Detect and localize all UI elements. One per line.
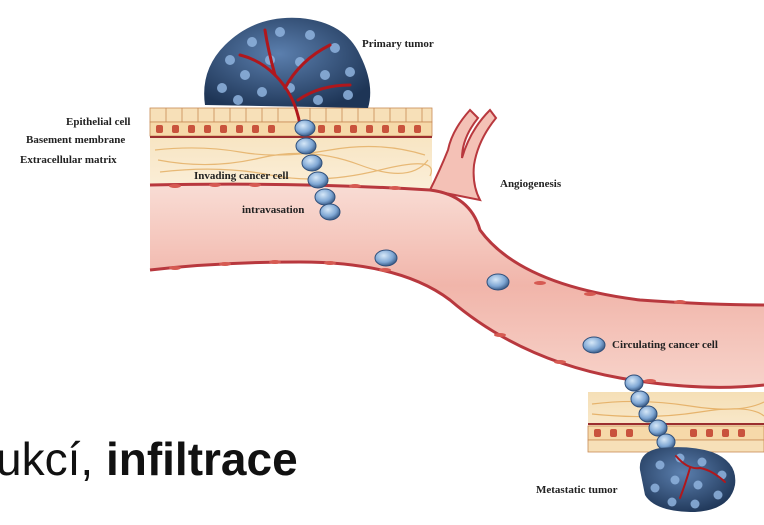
label-invading-cancer-cell: Invading cancer cell (194, 170, 289, 182)
label-circulating-cancer-cell: Circulating cancer cell (612, 339, 718, 351)
label-angiogenesis: Angiogenesis (500, 178, 561, 190)
label-metastatic-tumor: Metastatic tumor (536, 484, 618, 496)
label-primary-tumor: Primary tumor (362, 38, 434, 50)
label-extracellular-matrix: Extracellular matrix (20, 154, 117, 166)
epithelial-layer (150, 108, 432, 137)
caption-bold: infiltrace (106, 433, 298, 485)
label-epithelial-cell: Epithelial cell (66, 116, 130, 128)
label-basement-membrane: Basement membrane (26, 134, 125, 146)
label-intravasation: intravasation (242, 204, 304, 216)
metastatic-tumor (640, 447, 735, 512)
lower-tissue (588, 392, 764, 452)
upper-tissue (150, 108, 432, 190)
angiogenesis-sprout (430, 110, 496, 200)
caption-prefix: ukcí, (0, 433, 106, 485)
slide-caption: ukcí, infiltrace (0, 432, 298, 486)
